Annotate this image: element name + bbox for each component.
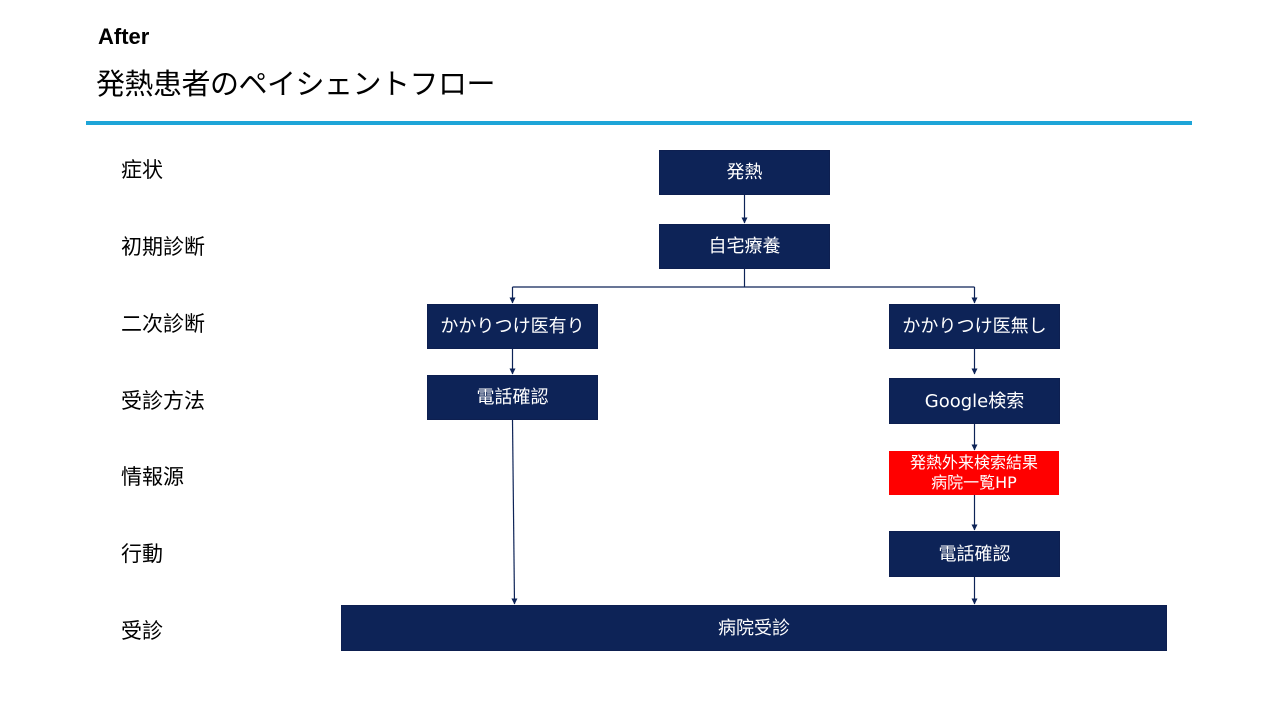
after-label: After bbox=[98, 24, 150, 49]
node-fever: 発熱 bbox=[659, 150, 830, 195]
node-hospital-visit: 病院受診 bbox=[341, 605, 1167, 651]
row-label-symptom: 症状 bbox=[121, 158, 163, 182]
arrow-phone-left-to-hospital bbox=[511, 419, 518, 605]
title-divider bbox=[86, 121, 1192, 125]
node-phone-check-right: 電話確認 bbox=[889, 531, 1060, 577]
row-label-initial-diagnosis: 初期診断 bbox=[121, 235, 205, 259]
row-label-secondary-diagnosis: 二次診断 bbox=[121, 312, 205, 336]
row-label-visit-method: 受診方法 bbox=[121, 389, 205, 413]
row-label-info-source: 情報源 bbox=[121, 465, 184, 489]
node-no-doctor: かかりつけ医無し bbox=[889, 304, 1060, 349]
node-home-care: 自宅療養 bbox=[659, 224, 830, 269]
node-search-result: 発熱外来検索結果 病院一覧HP bbox=[889, 451, 1059, 495]
node-has-doctor: かかりつけ医有り bbox=[427, 304, 598, 349]
page-title: 発熱患者のペイシェントフロー bbox=[96, 67, 496, 101]
row-label-visit: 受診 bbox=[121, 619, 163, 643]
node-google-search: Google検索 bbox=[889, 378, 1060, 424]
node-phone-check-left: 電話確認 bbox=[427, 375, 598, 420]
row-label-action: 行動 bbox=[121, 542, 163, 566]
